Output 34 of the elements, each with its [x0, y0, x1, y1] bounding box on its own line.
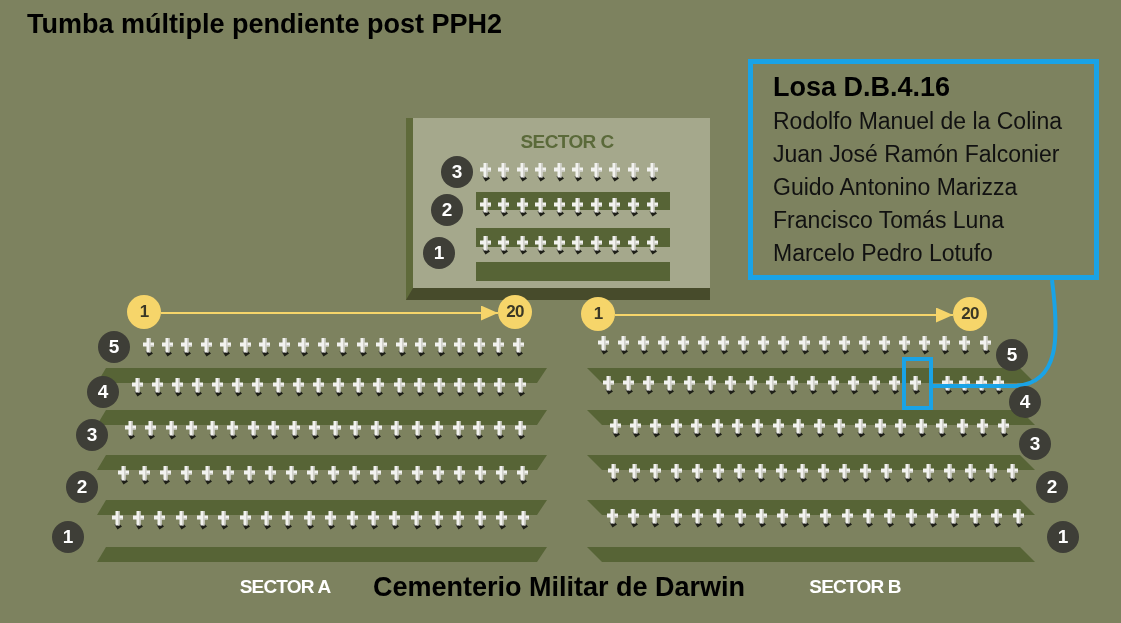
- position-number: 20: [498, 295, 532, 329]
- row-number: 4: [87, 376, 119, 408]
- row-number: 2: [1036, 471, 1068, 503]
- callout-box: [748, 59, 1099, 280]
- person-name: Rodolfo Manuel de la Colina: [773, 107, 1062, 136]
- row-number: 2: [66, 471, 98, 503]
- row-number: 1: [52, 521, 84, 553]
- row-number: 3: [76, 419, 108, 451]
- position-number: 1: [581, 297, 615, 331]
- position-number: 1: [127, 295, 161, 329]
- leader-line: [933, 279, 1058, 388]
- callout-title: Losa D.B.4.16: [773, 72, 951, 102]
- row-number: 5: [98, 331, 130, 363]
- arrow: [614, 307, 954, 323]
- sector-panel: [406, 118, 710, 300]
- sector-label: SECTOR B: [809, 576, 901, 598]
- person-name: Marcelo Pedro Lotufo: [773, 239, 993, 268]
- row-number: 5: [996, 339, 1028, 371]
- title: Tumba múltiple pendiente post PPH2: [27, 9, 503, 39]
- row-number: 1: [423, 237, 455, 269]
- sector-heading: SECTOR C: [520, 131, 614, 153]
- row-number: 3: [441, 156, 473, 188]
- row-number: 1: [1047, 521, 1079, 553]
- sector-label: SECTOR A: [239, 576, 331, 598]
- highlight-frame: [902, 357, 933, 410]
- person-name: Guido Antonino Marizza: [773, 173, 1018, 202]
- caption: Cementerio Militar de Darwin: [373, 571, 746, 603]
- position-number: 20: [953, 297, 987, 331]
- arrow: [160, 305, 499, 321]
- row-number: 4: [1009, 386, 1041, 418]
- person-name: Juan José Ramón Falconier: [773, 140, 1060, 169]
- row-number: 3: [1019, 428, 1051, 460]
- person-name: Francisco Tomás Luna: [773, 206, 1004, 235]
- row-number: 2: [431, 194, 463, 226]
